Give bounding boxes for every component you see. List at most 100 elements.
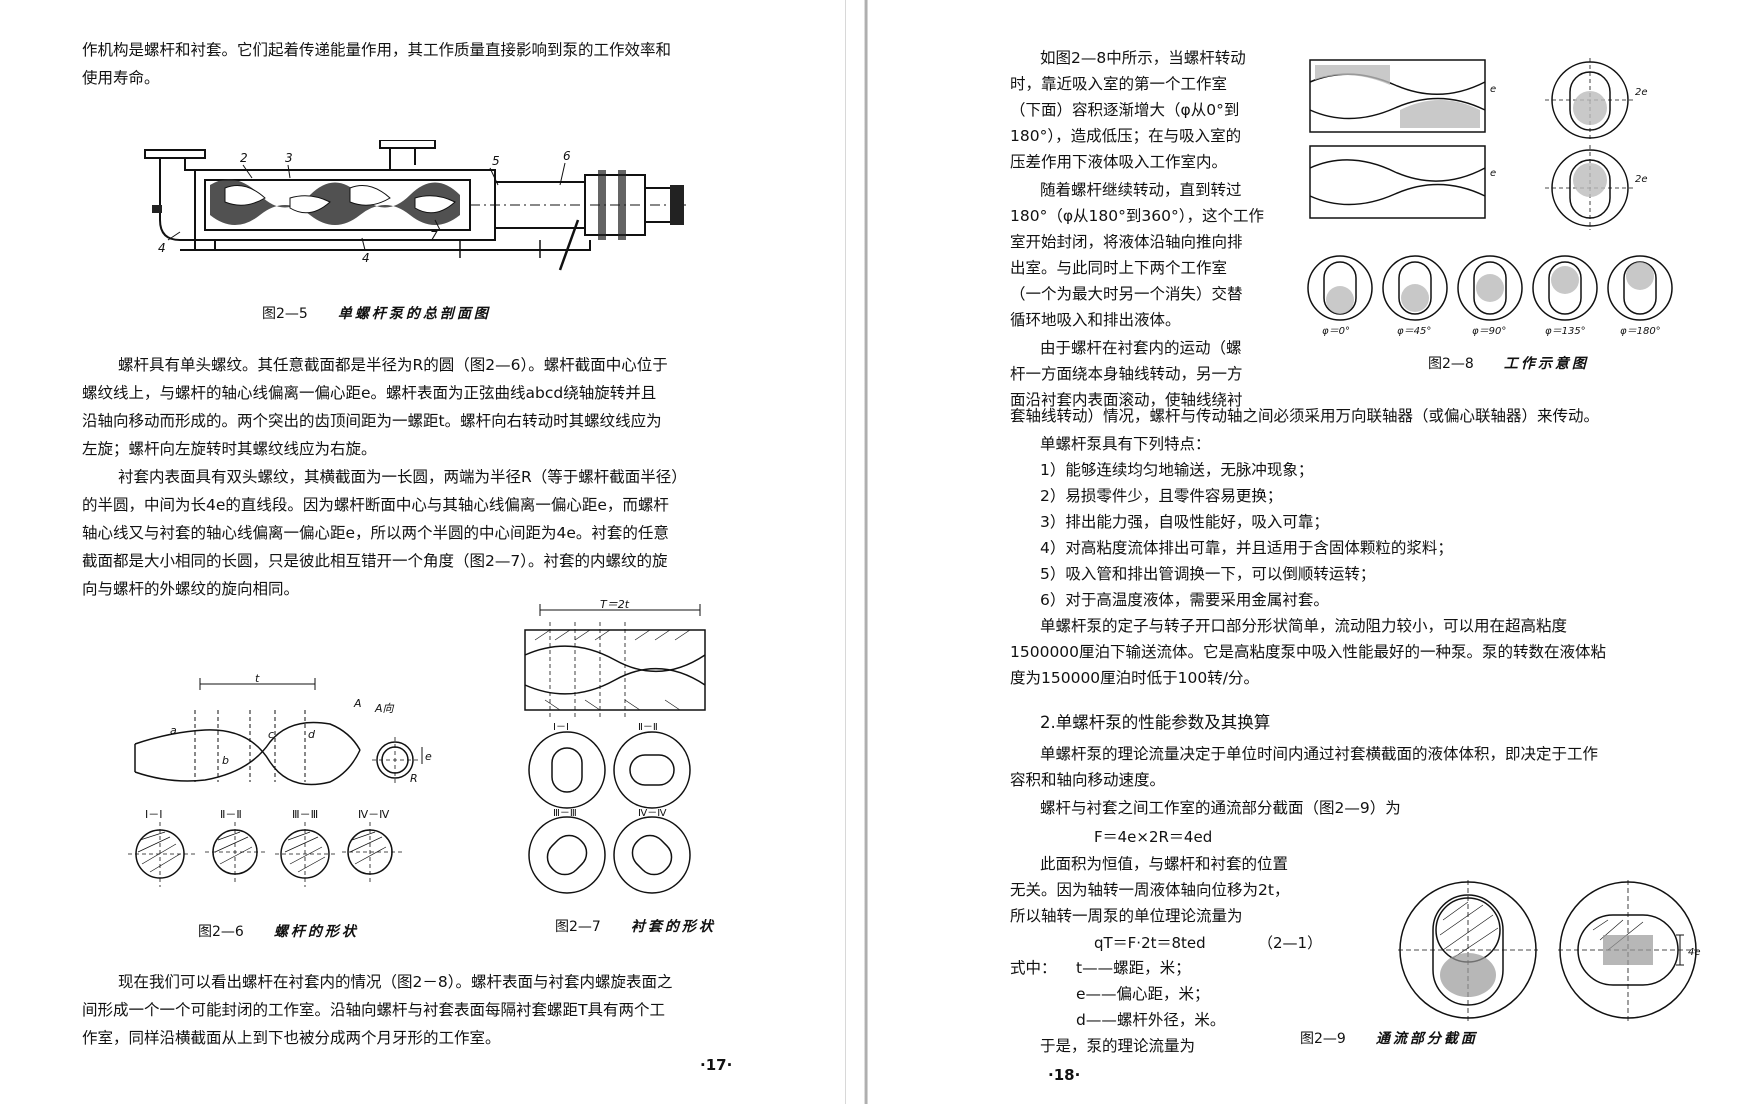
top-para-line-5: 压差作用下液体吸入工作室内。 [1010,153,1228,171]
top-para-line-2: 时，靠近吸入室的第一个工作室 [1010,75,1228,93]
fig-2-5-label-4b: 4 [362,251,370,265]
const-line-1: 此面积为恒值，与螺杆和衬套的位置 [1040,855,1289,873]
fig-2-5-label-3: 3 [285,151,293,165]
fig-2-6-dim-r: R [410,772,418,785]
figure-2-8-title: 工作示意图 [1503,356,1589,372]
fig-2-8-angle-180: φ＝180° [1620,326,1661,337]
screw-para-line-4: 左旋；螺杆向左旋转时其螺纹线应为右旋。 [82,440,377,458]
screw-para-line-1: 螺杆具有单头螺纹。其任意截面都是半径为R的圆（图2—6）。螺杆截面中心位于 [118,356,668,374]
flow-para-line-1: 单螺杆泵的理论流量决定于单位时间内通过衬套横截面的液体体积，即决定于工作 [1040,745,1599,763]
fig-2-8-angle-135: φ＝135° [1545,326,1586,337]
fig-2-6-view-label: A向 [374,702,395,715]
figure-2-5-title: 单螺杆泵的总剖面图 [337,306,491,322]
figure-2-9-caption: 图2—9 通流部分截面 [1300,1028,1478,1048]
fig-2-8-dim-e-bottom: e [1490,168,1496,179]
feature-item-5: 5）吸入管和排出管调换一下，可以倒顺转运转； [1040,565,1376,583]
top-para-line-3: （下面）容积逐渐增大（φ从0°到 [1010,101,1240,119]
intro-line-2: 使用寿命。 [82,69,160,87]
top-para-line-4: 180°），造成低压；在与吸入室的 [1010,127,1242,145]
figure-2-7-number: 图2—7 [555,919,601,935]
figure-2-7-title: 衬套的形状 [630,919,716,935]
fig-2-9-dim-4e: 4e [1688,947,1701,958]
page-gutter [864,0,868,1104]
fig-2-6-dim-t: t [255,672,260,685]
formula-area: F＝4e×2R＝4ed [1094,828,1213,846]
top-para-line-13: 杆一方面绕本身轴线转动，另一方 [1010,365,1243,383]
feature-item-4: 4）对高粘度流体排出可靠，并且适用于含固体颗粒的浆料； [1040,539,1453,557]
formula-flow: qT＝F·2t＝8ted [1094,934,1206,952]
figure-2-7-caption: 图2—7 衬套的形状 [555,916,716,936]
feature-item-3: 3）排出能力强，自吸性能好，吸入可靠； [1040,513,1329,531]
sleeve-para-line-3: 轴心线又与衬套的轴心线偏离一偏心距e，所以两个半圆的中心间距为4e。衬套的任意 [82,524,669,542]
figure-2-5-caption: 图2—5 单螺杆泵的总剖面图 [262,303,491,323]
right-page: 如图2—8中所示，当螺杆转动 时，靠近吸入室的第一个工作室 （下面）容积逐渐增大… [868,0,1752,1104]
where-item-t: t——螺距，米； [1076,959,1191,977]
top-para-line-14: 面沿衬套内表面滚动，使轴线绕衬 [1010,391,1243,409]
feature-item-1: 1）能够连续均匀地输送，无脉冲现象； [1040,461,1314,479]
fig-2-5-label-2: 2 [240,151,248,165]
fig-2-5-label-7: 7 [430,229,438,243]
sleeve-para-line-5: 向与螺杆的外螺纹的旋向相同。 [82,580,300,598]
conclusion-line: 于是，泵的理论流量为 [1040,1037,1196,1055]
intro-line-1: 作机构是螺杆和衬套。它们起着传递能量作用，其工作质量直接影响到泵的工作效率和 [82,41,672,59]
fig-2-6-section-3: Ⅲ－Ⅲ [292,808,318,821]
top-para-line-7: 180°（φ从180°到360°），这个工作 [1010,207,1264,225]
fig-2-8-angle-45: φ＝45° [1397,326,1431,337]
where-label: 式中： [1010,959,1057,977]
figure-2-7-drawing: T＝2t I－I Ⅱ－Ⅱ Ⅲ－Ⅲ Ⅳ－Ⅳ [524,600,706,894]
figure-2-9-number: 图2—9 [1300,1031,1346,1047]
sleeve-para-line-4: 截面都是大小相同的长圆，只是彼此相互错开一个角度（图2—7）。衬套的内螺纹的旋 [82,552,668,570]
fig-2-6-dim-e: e [425,750,432,763]
fig-2-8-angle-90: φ＝90° [1472,326,1506,337]
section-heading: 2.单螺杆泵的性能参数及其换算 [1040,713,1271,732]
top-para-line-8: 室开始封闭，将液体沿轴向推向排 [1010,233,1243,251]
feature-item-2: 2）易损零件少，且零件容易更换； [1040,487,1283,505]
fig-2-8-dim-2e-bottom: 2e [1635,174,1648,185]
top-para-line-12: 由于螺杆在衬套内的运动（螺 [1040,339,1242,357]
fig-2-5-label-5: 5 [492,154,500,168]
left-page: 作机构是螺杆和衬套。它们起着传递能量作用，其工作质量直接影响到泵的工作效率和 使… [0,0,865,1104]
fig-2-7-section-4: Ⅳ－Ⅳ [638,808,667,819]
figure-2-6-number: 图2—6 [198,924,244,940]
top-para-line-10: （一个为最大时另一个消失）交替 [1010,285,1243,303]
figure-2-5-number: 图2—5 [262,306,308,322]
sleeve-para-line-1: 衬套内表面具有双头螺纹，其横截面为一长圆，两端为半径R（等于螺杆截面半径） [118,468,687,486]
page-number-18: ·18· [1048,1066,1081,1084]
fig-2-6-dim-a: A [353,697,362,710]
fig-2-5-label-6: 6 [563,149,571,163]
fig-2-7-section-2: Ⅱ－Ⅱ [638,722,658,733]
fig-2-7-section-1: I－I [553,722,569,733]
top-para-line-9: 出室。与此同时上下两个工作室 [1010,259,1228,277]
area-intro: 螺杆与衬套之间工作室的通流部分截面（图2—9）为 [1040,799,1401,817]
sleeve-para-line-2: 的半圆，中间为长4e的直线段。因为螺杆断面中心与其轴心线偏离一偏心距e，而螺杆 [82,496,669,514]
figure-2-8-drawing: e 2e e 2e φ＝0° φ＝45° φ＝90° φ＝135° φ＝180° [1307,58,1673,337]
fig-2-6-section-4: Ⅳ－Ⅳ [358,808,390,821]
where-item-d: d——螺杆外径，米。 [1076,1011,1226,1029]
stator-para-line-2: 1500000厘泊下输送流体。它是高粘度泵中吸入性能最好的一种泵。泵的转数在液体… [1010,643,1607,661]
fig-2-6-point-c: c [268,728,274,741]
figure-2-9-drawing: 4e [1398,880,1701,1022]
fig-2-6-point-a: a [170,724,177,737]
fig-2-8-dim-e-top: e [1490,84,1496,95]
formula-flow-number: （2—1） [1258,934,1323,952]
full-width-line: 套轴线转动）情况，螺杆与传动轴之间必须采用万向联轴器（或偏心联轴器）来传动。 [1010,407,1600,425]
top-para-line-11: 循环地吸入和排出液体。 [1010,311,1181,329]
fig-2-7-section-3: Ⅲ－Ⅲ [553,808,577,819]
fig-2-7-dim: T＝2t [600,600,630,611]
fig-2-6-point-d: d [308,728,316,741]
figure-2-9-title: 通流部分截面 [1375,1031,1478,1047]
where-item-e: e——偏心距，米； [1076,985,1210,1003]
fig-2-5-label-4a: 4 [158,241,166,255]
fig-2-8-angle-0: φ＝0° [1322,326,1350,337]
bottom-para-line-2: 间形成一个一个可能封闭的工作室。沿轴向螺杆与衬套表面每隔衬套螺距T具有两个工 [82,1001,665,1019]
figure-2-6-drawing: t a b c d e R A A向 I－I Ⅱ－Ⅱ Ⅲ－Ⅲ Ⅳ－Ⅳ [128,672,432,887]
stator-para-line-1: 单螺杆泵的定子与转子开口部分形状简单，流动阻力较小，可以用在超高粘度 [1040,617,1568,635]
bottom-para-line-1: 现在我们可以看出螺杆在衬套内的情况（图2－8）。螺杆表面与衬套内螺旋表面之 [118,973,673,991]
screw-para-line-3: 沿轴向移动而形成的。两个突出的齿顶间距为一螺距t。螺杆向右转动时其螺纹线应为 [82,412,662,430]
top-para-line-6: 随着螺杆继续转动，直到转过 [1040,181,1242,199]
flow-para-line-2: 容积和轴向移动速度。 [1010,771,1166,789]
fig-2-6-section-1: I－I [145,808,163,821]
screw-para-line-2: 螺纹线上，与螺杆的轴心线偏离一偏心距e。螺杆表面为正弦曲线abcd绕轴旋转并且 [82,384,657,402]
const-line-2: 无关。因为轴转一周液体轴向位移为2t， [1010,881,1290,899]
